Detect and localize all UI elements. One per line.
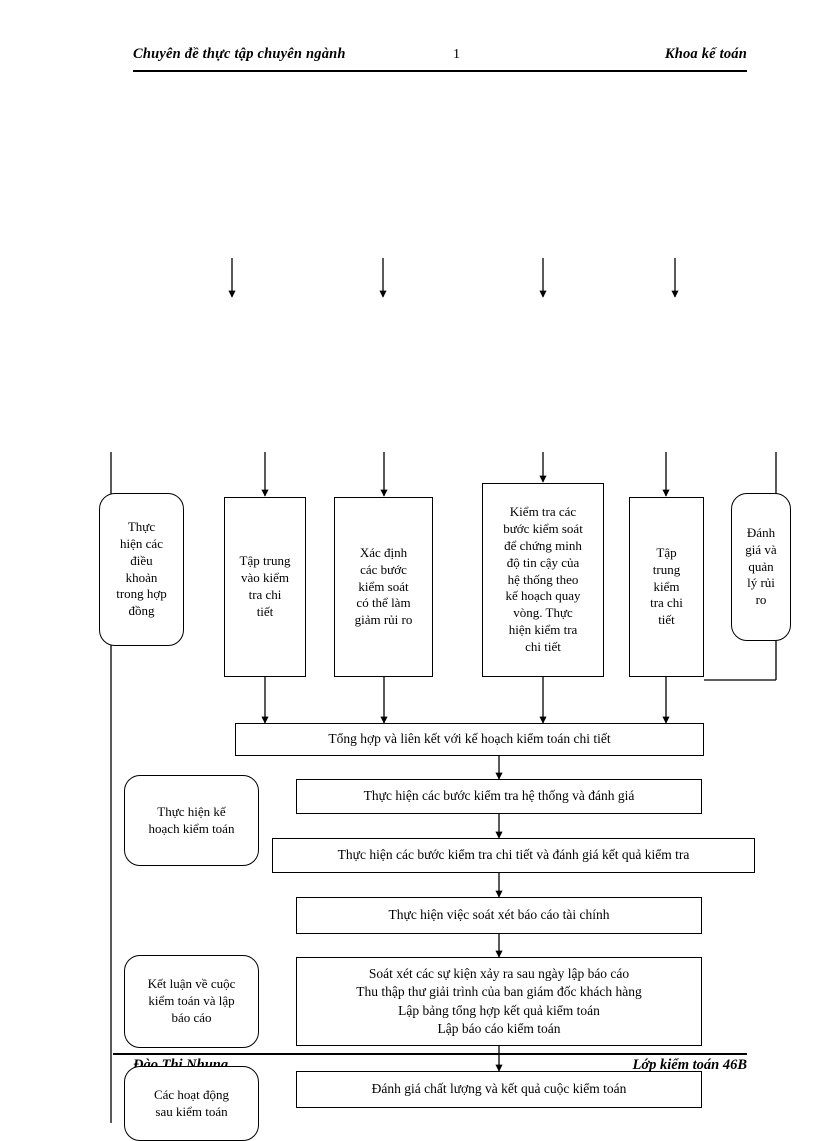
node-label: Tổng hợp và liên kết với kế hoạch kiểm t…: [328, 731, 611, 747]
page-number: 1: [453, 47, 460, 62]
node-label: Các hoạt động sau kiểm toán: [153, 1086, 230, 1119]
footer-class: Lớp kiểm toán 46B: [632, 1057, 747, 1073]
header-title-right: Khoa kế toán: [664, 46, 747, 62]
node-label: Xác định các bước kiểm soát có thể làm g…: [354, 544, 413, 628]
node-thuc-hien-ke-hoach[interactable]: Thực hiện kế hoạch kiểm toán: [124, 775, 259, 866]
header-title-left: Chuyên đề thực tập chuyên ngành: [133, 46, 346, 62]
node-xac-dinh-buoc-kiem-soat[interactable]: Xác định các bước kiểm soát có thể làm g…: [334, 497, 433, 677]
node-danh-gia-chat-luong[interactable]: Đánh giá chất lượng và kết quả cuộc kiểm…: [296, 1071, 702, 1108]
node-kiem-tra-chi-tiet[interactable]: Thực hiện các bước kiểm tra chi tiết và …: [272, 838, 755, 873]
node-tong-hop-lien-ket[interactable]: Tổng hợp và liên kết với kế hoạch kiểm t…: [235, 723, 704, 756]
node-label: Đánh giá chất lượng và kết quả cuộc kiểm…: [371, 1081, 627, 1097]
node-label: Kiểm tra các bước kiểm soát để chứng min…: [503, 503, 583, 655]
node-label: Soát xét các sự kiện xảy ra sau ngày lập…: [356, 966, 642, 1036]
node-cac-hoat-dong-sau[interactable]: Các hoạt động sau kiểm toán: [124, 1066, 259, 1141]
node-tap-trung-kiem-tra-2[interactable]: Tập trung kiểm tra chi tiết: [629, 497, 704, 677]
node-label: Thực hiện các bước kiểm tra chi tiết và …: [337, 847, 690, 863]
node-ket-luan-cuoc-kiem-toan[interactable]: Kết luận về cuộc kiểm toán và lập báo cá…: [124, 955, 259, 1048]
node-label: Tập trung vào kiểm tra chi tiết: [239, 553, 291, 619]
node-soat-xet-su-kien[interactable]: Soát xét các sự kiện xảy ra sau ngày lập…: [296, 957, 702, 1046]
node-label: Tập trung kiểm tra chi tiết: [650, 544, 683, 628]
node-label: Đánh giá và quản lý rủi ro: [745, 524, 777, 608]
node-label: Thực hiện các bước kiểm tra hệ thống và …: [363, 788, 635, 804]
node-soat-xet-bctc[interactable]: Thực hiện việc soát xét báo cáo tài chín…: [296, 897, 702, 934]
node-label: Thực hiện việc soát xét báo cáo tài chín…: [388, 907, 610, 923]
node-kiem-tra-he-thong[interactable]: Thực hiện các bước kiểm tra hệ thống và …: [296, 779, 702, 814]
node-label: Thực hiện các điều khoản trong hợp đồng: [116, 518, 167, 619]
page-footer: Đào Thị Nhung Lớp kiểm toán 46B: [113, 1053, 747, 1081]
node-danh-gia-quan-ly-rui-ro[interactable]: Đánh giá và quản lý rủi ro: [731, 493, 791, 641]
node-label: Kết luận về cuộc kiểm toán và lập báo cá…: [147, 976, 236, 1025]
node-tap-trung-kiem-tra[interactable]: Tập trung vào kiểm tra chi tiết: [224, 497, 306, 677]
node-label: Thực hiện kế hoạch kiểm toán: [148, 803, 235, 836]
node-thuc-hien-dieu-khoan[interactable]: Thực hiện các điều khoản trong hợp đồng: [99, 493, 184, 646]
page-header: Chuyên đề thực tập chuyên ngành 1 Khoa k…: [133, 46, 747, 72]
node-kiem-tra-buoc-kiem-soat[interactable]: Kiểm tra các bước kiểm soát để chứng min…: [482, 483, 604, 677]
